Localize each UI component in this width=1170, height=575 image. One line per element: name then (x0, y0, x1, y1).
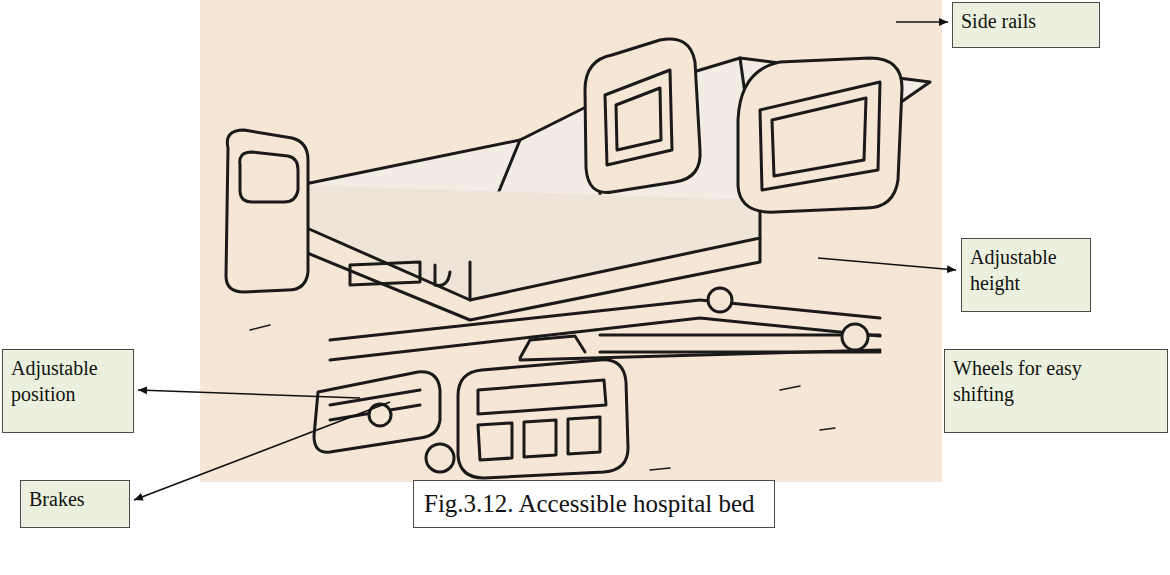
bed-sketch-part (426, 444, 454, 472)
leader-lines-part (818, 258, 956, 270)
bed-sketch-part (605, 70, 672, 165)
bed-sketch-part (738, 58, 902, 212)
part-label: Side rails (961, 9, 1091, 35)
leader-lines-part (896, 21, 948, 23)
part-label: Adjustable height (970, 245, 1082, 296)
bed-sketch-part (600, 335, 880, 352)
bed-sketch-part (300, 185, 760, 300)
bed-sketch-part (568, 417, 600, 454)
label-box: Adjustable height (961, 238, 1091, 312)
leader-lines-part (138, 390, 360, 398)
illustration-ground (200, 0, 942, 482)
label-box: Side rails (952, 2, 1100, 48)
leader-lines (134, 22, 956, 500)
bed-sketch-part (314, 372, 440, 452)
caption-box: Fig.3.12. Accessible hospital bed (413, 480, 775, 528)
bed-sketch-part (760, 82, 880, 190)
label-box: Wheels for easy shifting (944, 349, 1168, 433)
figure-caption: Fig.3.12. Accessible hospital bed (424, 489, 764, 519)
bed-sketch-part (300, 225, 760, 320)
part-label: Brakes (29, 487, 121, 513)
bed-sketch-part (524, 420, 556, 457)
part-label: Wheels for easy shifting (953, 356, 1128, 407)
bed-sketch-part (226, 130, 308, 292)
bed-sketch-part (458, 360, 628, 478)
bed-sketch-part (435, 265, 450, 285)
bed-sketch-part (469, 262, 472, 300)
bed-sketch-part (240, 152, 298, 202)
bed-sketch-part (708, 288, 732, 312)
bed-sketch-part (350, 262, 420, 285)
bed-sketch-part (478, 423, 512, 460)
bed-sketch-part (616, 88, 661, 150)
bed-sketch-part (842, 324, 868, 350)
bed-sketch-part (772, 98, 866, 176)
part-label: Adjustable position (11, 356, 125, 407)
bed-sketch-part (585, 39, 700, 193)
label-box: Brakes (20, 480, 130, 528)
bed-sketch-part (520, 350, 880, 360)
leader-lines-part (134, 402, 390, 500)
bed-sketch-part (478, 380, 606, 414)
bed-sketch-part (520, 336, 585, 358)
bed-sketch-part (369, 404, 391, 426)
bed-sketch-part (330, 318, 880, 360)
label-box: Adjustable position (2, 349, 134, 433)
